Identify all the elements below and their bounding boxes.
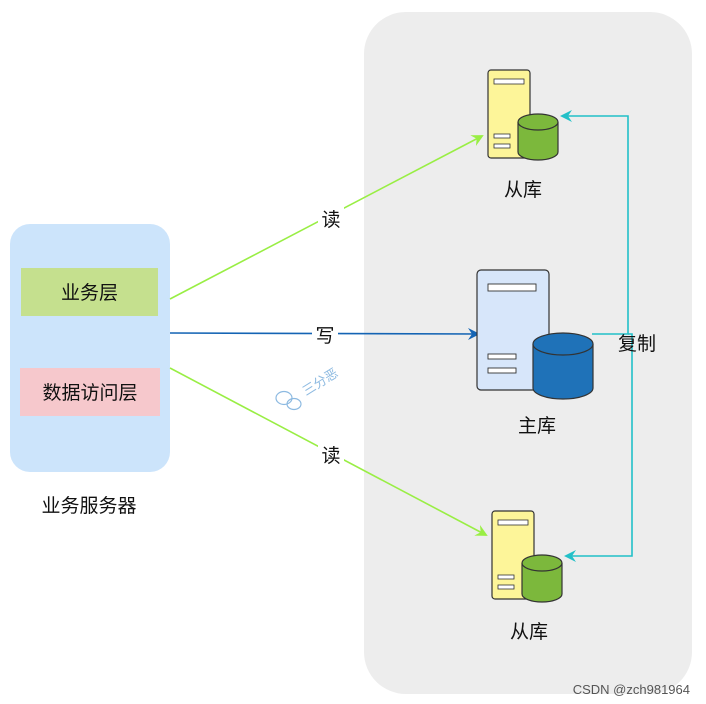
slave-db-bottom-label: 从库: [510, 621, 548, 643]
business-layer-label: 业务层: [61, 282, 118, 304]
write-label: 写: [315, 325, 334, 347]
master-db-label: 主库: [518, 415, 556, 437]
master-db-icon: [476, 269, 594, 400]
slave-db-bottom-icon: [491, 510, 563, 603]
slave-db-top-label: 从库: [504, 179, 542, 201]
replicate-edge-down: [564, 333, 633, 562]
business-server-title: 业务服务器: [41, 495, 136, 517]
read-label-top: 读: [321, 209, 340, 231]
slave-db-top-icon: [487, 69, 559, 161]
watermark: 三分恶: [275, 366, 341, 411]
read-label-bottom: 读: [321, 445, 340, 467]
business-layer-box: 业务层: [21, 268, 158, 316]
business-server-panel: [10, 224, 170, 472]
data-access-layer-box: 数据访问层: [20, 368, 160, 416]
data-access-layer-label: 数据访问层: [42, 382, 137, 404]
credit-text: CSDN @zch981964: [573, 682, 690, 697]
watermark-text: 三分恶: [300, 366, 341, 399]
wechat-icon: [275, 390, 302, 411]
replicate-edge-up: [560, 110, 629, 335]
replicate-label: 复制: [618, 333, 656, 355]
